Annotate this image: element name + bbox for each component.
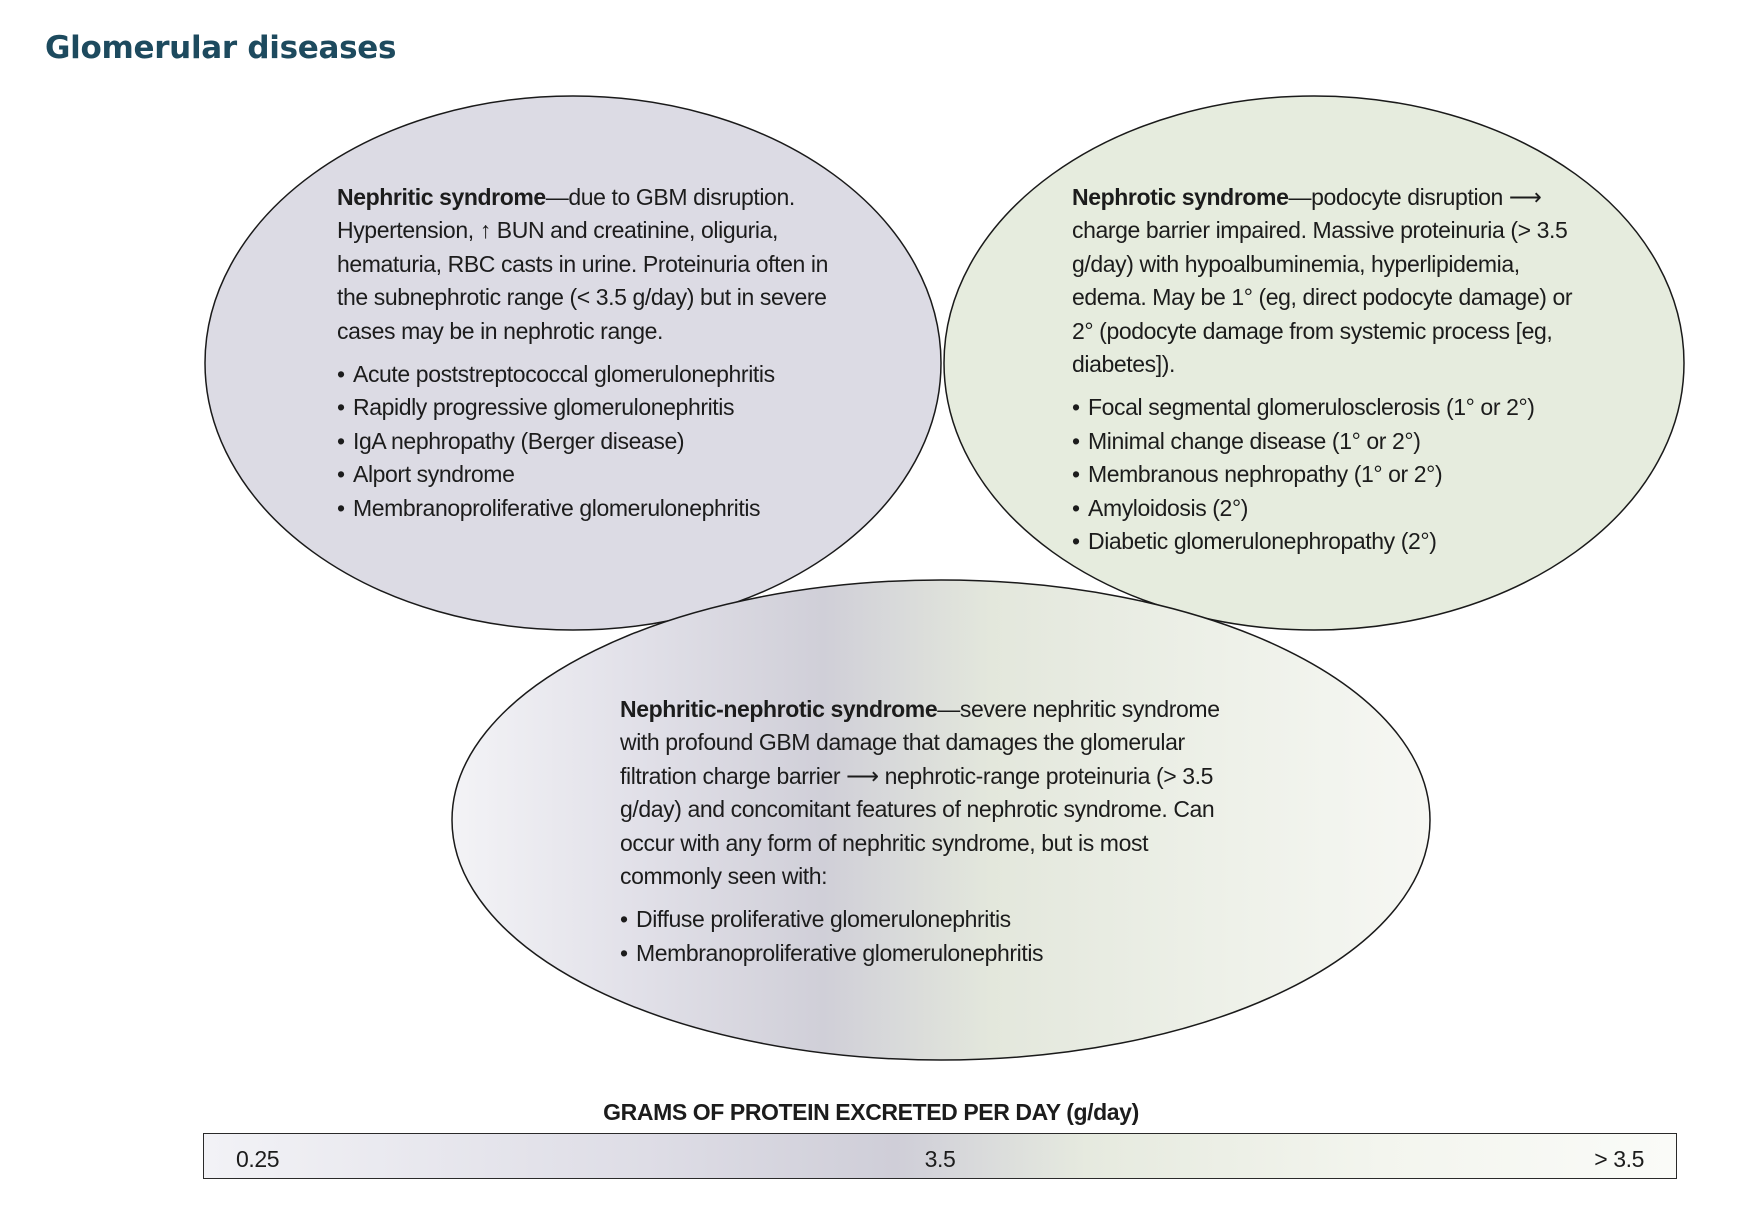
- list-item: Membranoproliferative glomerulonephritis: [620, 937, 1240, 971]
- nephrotic-syndrome-text: Nephrotic syndrome—podocyte disruption ⟶…: [1072, 181, 1592, 559]
- nephrotic-heading: Nephrotic syndrome: [1072, 184, 1289, 210]
- scale-min-label: 0.25: [236, 1146, 280, 1172]
- list-item: Membranoproliferative glomerulonephritis: [337, 492, 837, 526]
- nephrotic-list: Focal segmental glomerulosclerosis (1° o…: [1072, 391, 1592, 558]
- protein-scale-title: GRAMS OF PROTEIN EXCRETED PER DAY (g/day…: [603, 1099, 1139, 1125]
- list-item: Alport syndrome: [337, 458, 837, 492]
- mixed-list: Diffuse proliferative glomerulonephritis…: [620, 903, 1240, 970]
- list-item: Focal segmental glomerulosclerosis (1° o…: [1072, 391, 1592, 425]
- list-item: Membranous nephropathy (1° or 2°): [1072, 458, 1592, 492]
- list-item: Acute poststreptococcal glomerulonephrit…: [337, 358, 837, 392]
- list-item: Diabetic glomerulonephropathy (2°): [1072, 525, 1592, 559]
- list-item: Diffuse proliferative glomerulonephritis: [620, 903, 1240, 937]
- list-item: Amyloidosis (2°): [1072, 492, 1592, 526]
- mixed-heading: Nephritic-nephrotic syndrome: [620, 696, 938, 722]
- nephrotic-description: —podocyte disruption ⟶ charge barrier im…: [1072, 184, 1573, 378]
- list-item: Rapidly progressive glomerulonephritis: [337, 391, 837, 425]
- nephritic-heading: Nephritic syndrome: [337, 184, 546, 210]
- protein-scale-bar: 3.5 0.25 > 3.5: [203, 1133, 1677, 1179]
- mixed-description: —severe nephritic syndrome with profound…: [620, 696, 1220, 890]
- list-item: Minimal change disease (1° or 2°): [1072, 425, 1592, 459]
- nephritic-list: Acute poststreptococcal glomerulonephrit…: [337, 358, 837, 525]
- scale-max-label: > 3.5: [1594, 1146, 1644, 1172]
- nephritic-description: —due to GBM disruption. Hypertension, ↑ …: [337, 184, 828, 344]
- nephritic-syndrome-text: Nephritic syndrome—due to GBM disruption…: [337, 181, 837, 525]
- list-item: IgA nephropathy (Berger disease): [337, 425, 837, 459]
- scale-mid-label: 3.5: [924, 1146, 956, 1172]
- page-title: Glomerular diseases: [45, 30, 397, 66]
- nephritic-nephrotic-syndrome-text: Nephritic-nephrotic syndrome—severe neph…: [620, 693, 1240, 971]
